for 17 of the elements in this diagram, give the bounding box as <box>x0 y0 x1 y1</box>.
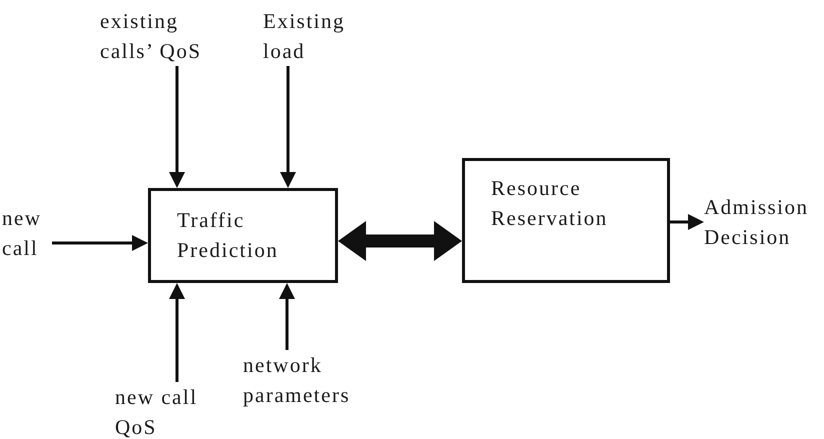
input-label: Existing load <box>263 6 363 66</box>
input-label: new call QoS <box>115 382 219 439</box>
input-label: network parameters <box>243 350 371 410</box>
arrow <box>279 283 295 350</box>
arrow <box>169 283 185 382</box>
input-label: Admission Decision <box>704 192 821 252</box>
arrow <box>670 214 704 230</box>
process-box <box>148 188 338 283</box>
input-label: new call <box>2 203 52 263</box>
box-label: Traffic Prediction <box>177 207 280 264</box>
input-label: existing calls’ QoS <box>100 6 220 66</box>
arrow <box>280 66 296 188</box>
box-label: Resource Reservation <box>491 175 609 232</box>
arrow <box>338 221 462 261</box>
process-box <box>462 158 670 283</box>
arrow <box>169 66 185 188</box>
arrow <box>52 235 148 251</box>
